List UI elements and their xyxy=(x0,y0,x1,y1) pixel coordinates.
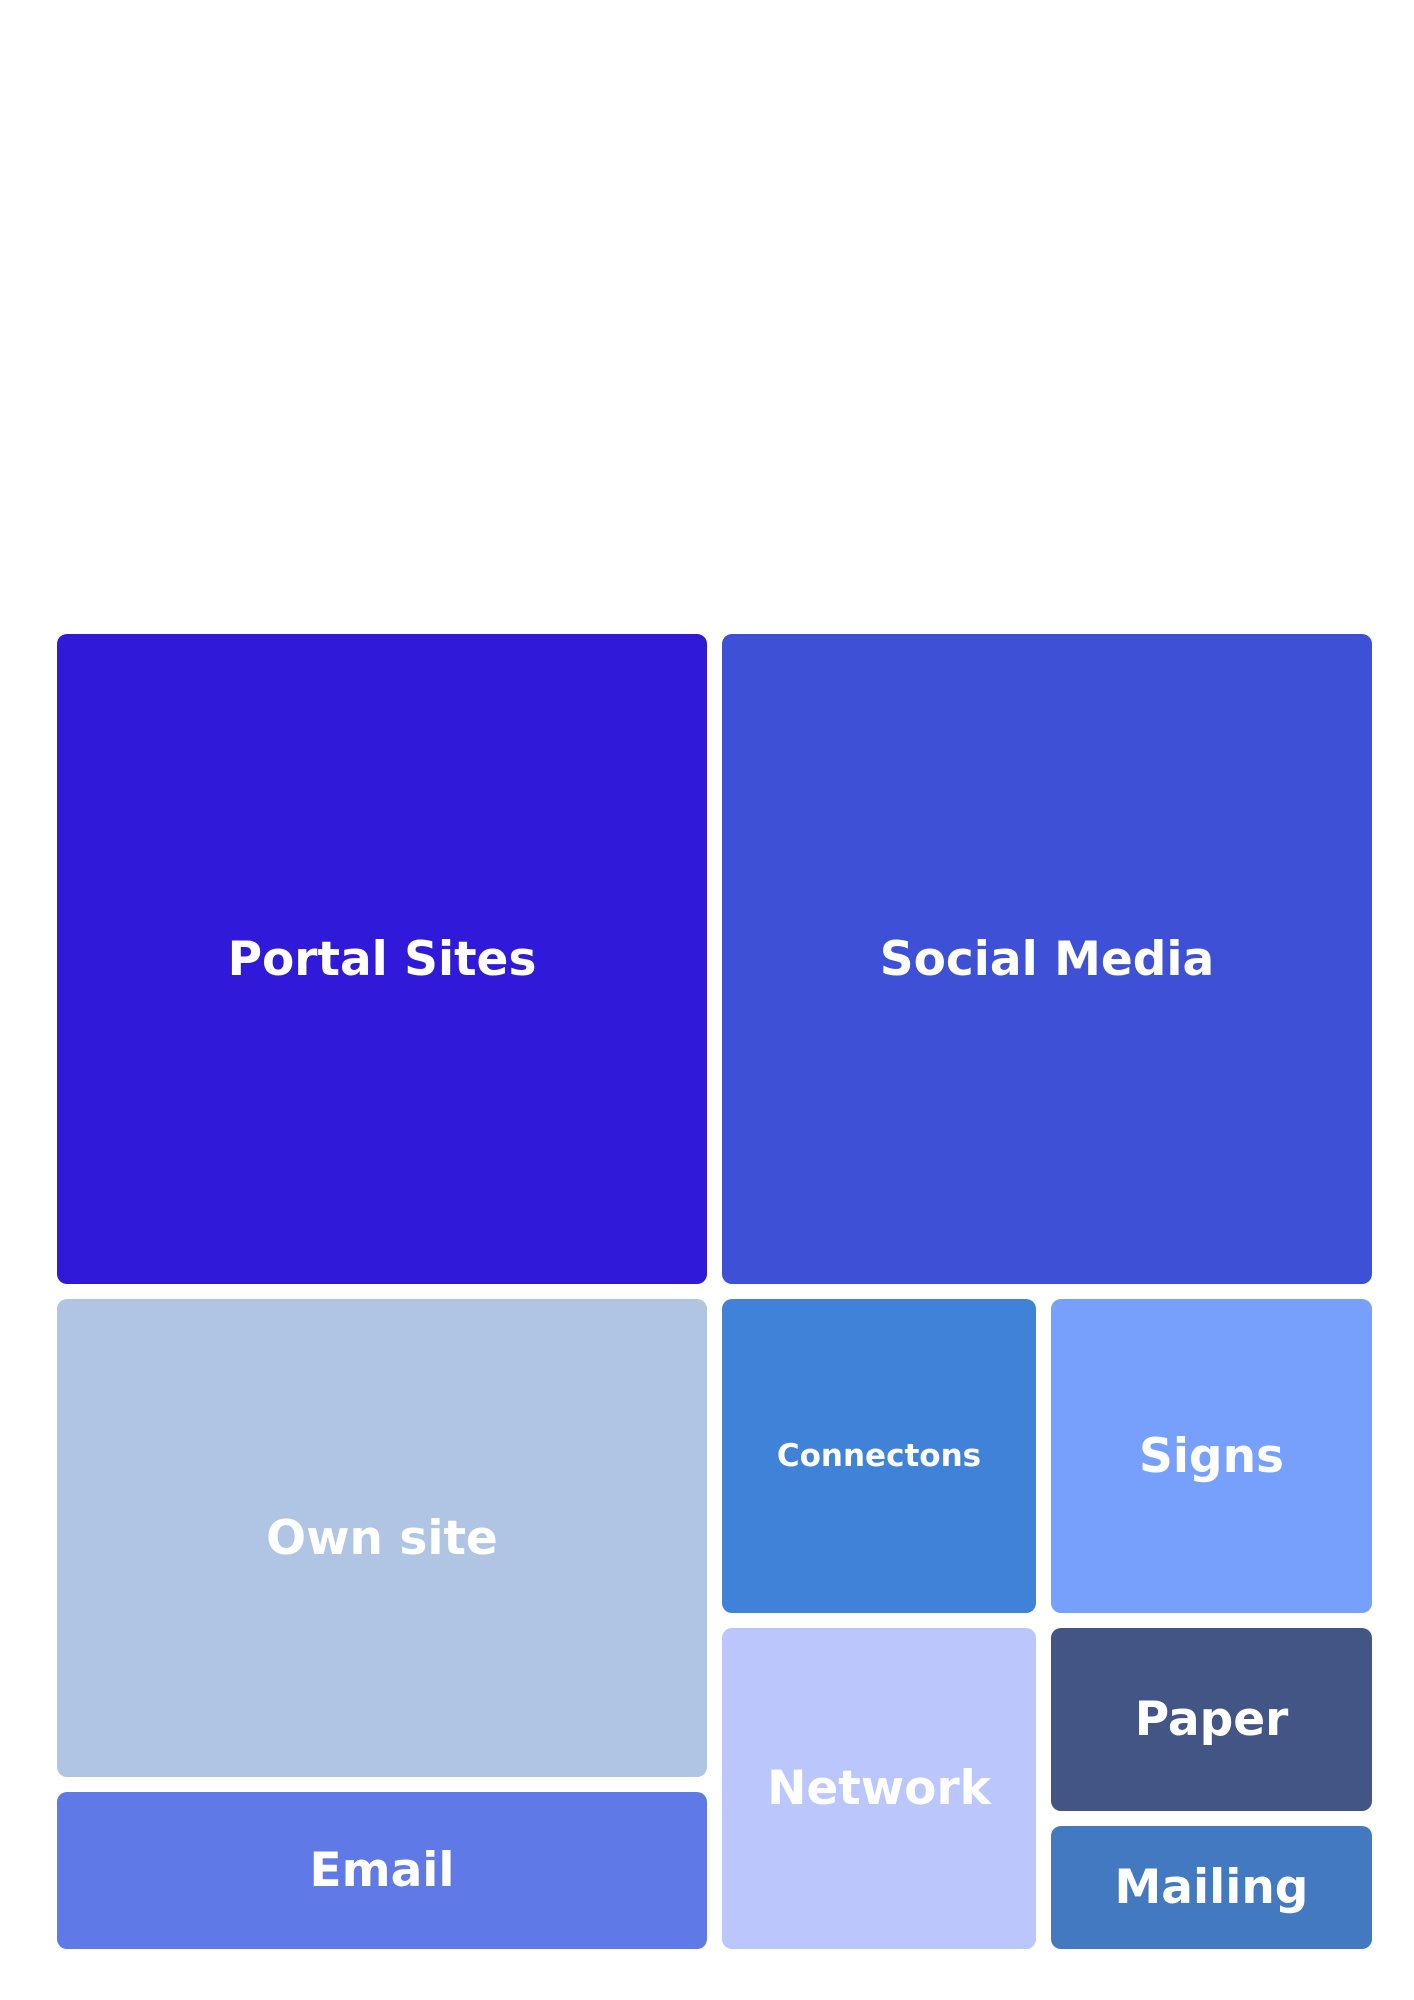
tile-label-connectons: Connectons xyxy=(776,1438,982,1474)
tile-label-paper: Paper xyxy=(1134,1692,1289,1747)
tile-email: Email xyxy=(57,1792,707,1949)
tile-connectons: Connectons xyxy=(722,1299,1036,1613)
tile-label-network: Network xyxy=(767,1761,991,1816)
tile-label-signs: Signs xyxy=(1138,1428,1285,1484)
tile-label-portal-sites: Portal Sites xyxy=(227,931,537,987)
tile-label-mailing: Mailing xyxy=(1114,1860,1309,1915)
tile-label-email: Email xyxy=(309,1843,455,1898)
tile-label-own-site: Own site xyxy=(266,1510,498,1566)
tile-portal-sites: Portal Sites xyxy=(57,634,707,1284)
tile-network: Network xyxy=(722,1628,1036,1949)
tile-signs: Signs xyxy=(1051,1299,1372,1613)
tile-own-site: Own site xyxy=(57,1299,707,1777)
tile-label-social-media: Social Media xyxy=(879,931,1215,987)
tile-paper: Paper xyxy=(1051,1628,1372,1811)
tile-mailing: Mailing xyxy=(1051,1826,1372,1949)
tile-social-media: Social Media xyxy=(722,634,1372,1284)
